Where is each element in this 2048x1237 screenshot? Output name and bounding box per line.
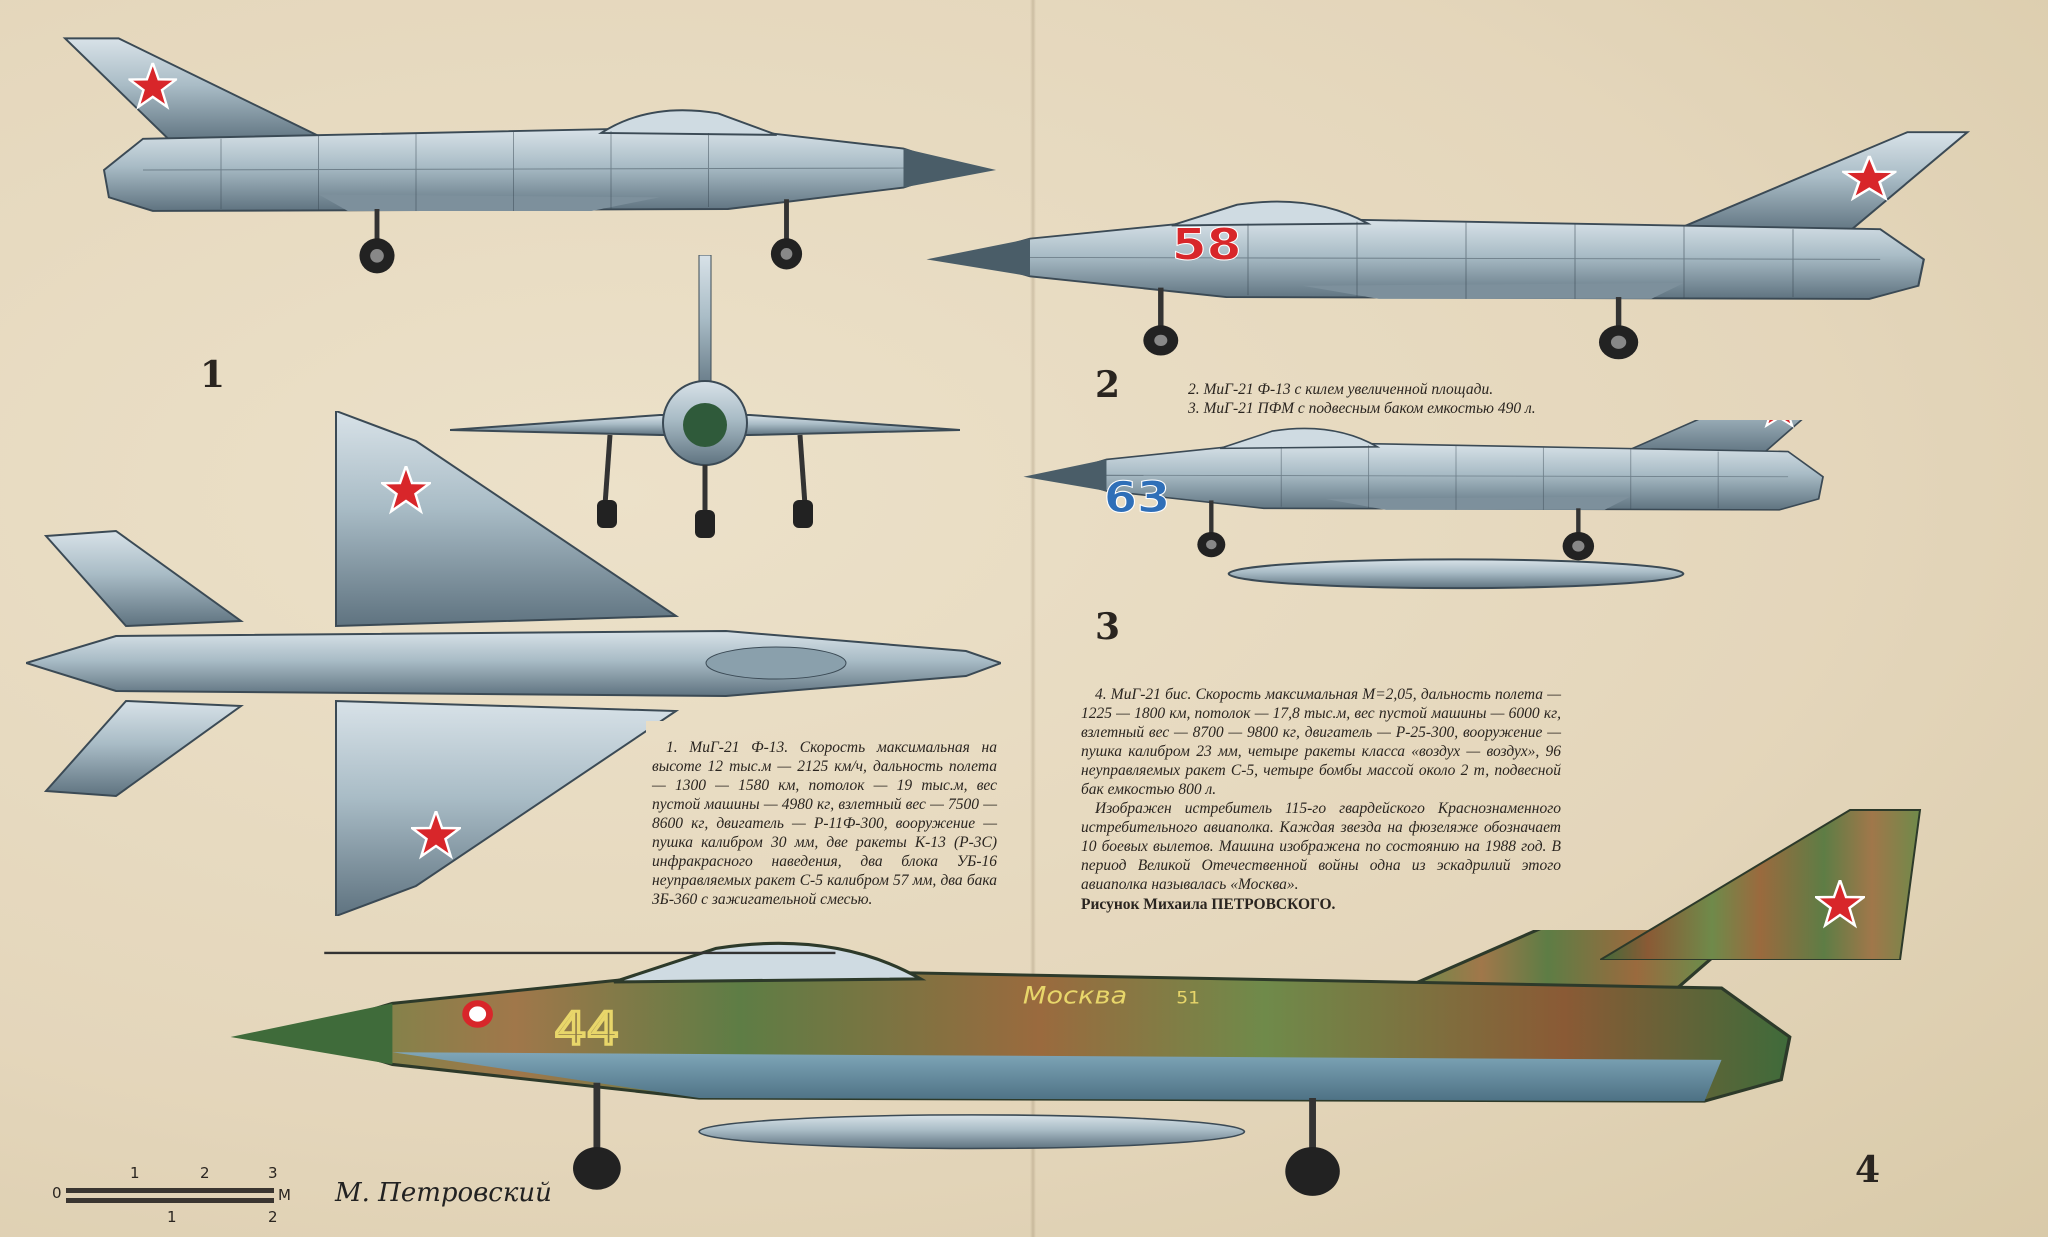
mig21-f13-enlarged-fin: 58 <box>921 118 2011 363</box>
mig21-pfm-side-view: 63 <box>888 420 2024 590</box>
mig21-front-view <box>450 255 960 538</box>
caption-fig3: 3. МиГ-21 ПФМ с подвесным баком емкостью… <box>1188 400 1536 417</box>
scale-bar: 0 М 1 2 3 1 2 <box>52 1164 302 1230</box>
figure-number-1: 1 <box>200 354 226 396</box>
guards-emblem <box>462 1000 493 1028</box>
tail-number-44: 44 <box>554 1003 619 1056</box>
mig21-f13-side-view <box>26 13 1001 288</box>
figure-number-4: 4 <box>1855 1149 1881 1191</box>
scale-bottom-1: 1 <box>167 1208 177 1226</box>
scale-top-2: 2 <box>200 1164 210 1182</box>
mig21-f13-top-view-rear <box>26 411 646 916</box>
drop-tank <box>1227 558 1685 590</box>
tail-code-51: 51 <box>1176 988 1200 1008</box>
illustration-credit: Рисунок Михаила ПЕТРОВСКОГО. <box>1081 896 1336 913</box>
mig21-f13-top-view-front <box>646 594 1001 721</box>
scale-bottom-2: 2 <box>268 1208 278 1226</box>
scale-zero: 0 <box>52 1184 62 1202</box>
tail-number-63: 63 <box>1104 472 1170 522</box>
scale-top-1: 1 <box>130 1164 140 1182</box>
scale-top-3: 3 <box>268 1164 278 1182</box>
scale-unit: М <box>278 1186 291 1204</box>
tail-number-58: 58 <box>1172 221 1242 271</box>
caption-fig2-3: 2. МиГ-21 Ф-13 с килем увеличенной площа… <box>1188 380 1536 418</box>
figure-number-3: 3 <box>1095 606 1121 648</box>
artist-signature: М. Петровский <box>335 1178 552 1208</box>
figure-number-2: 2 <box>1095 364 1121 406</box>
caption-fig4: 4. МиГ-21 бис. Скорость максимальная М=2… <box>1081 686 1561 893</box>
caption-fig2: 2. МиГ-21 Ф-13 с килем увеличенной площа… <box>1188 381 1494 398</box>
mig21-bis-camo-side-view: Москва 51 44 <box>230 930 1792 1196</box>
mig21-bis-tail-fin <box>1600 809 1922 960</box>
scale-bar-bottom <box>66 1198 274 1203</box>
plane-name-moskva: Москва <box>1023 982 1127 1010</box>
caption-fig1: 1. МиГ-21 Ф-13. Скорость максимальная на… <box>652 739 997 908</box>
page-fold <box>1030 0 1036 1237</box>
scale-bar-top <box>66 1188 274 1193</box>
